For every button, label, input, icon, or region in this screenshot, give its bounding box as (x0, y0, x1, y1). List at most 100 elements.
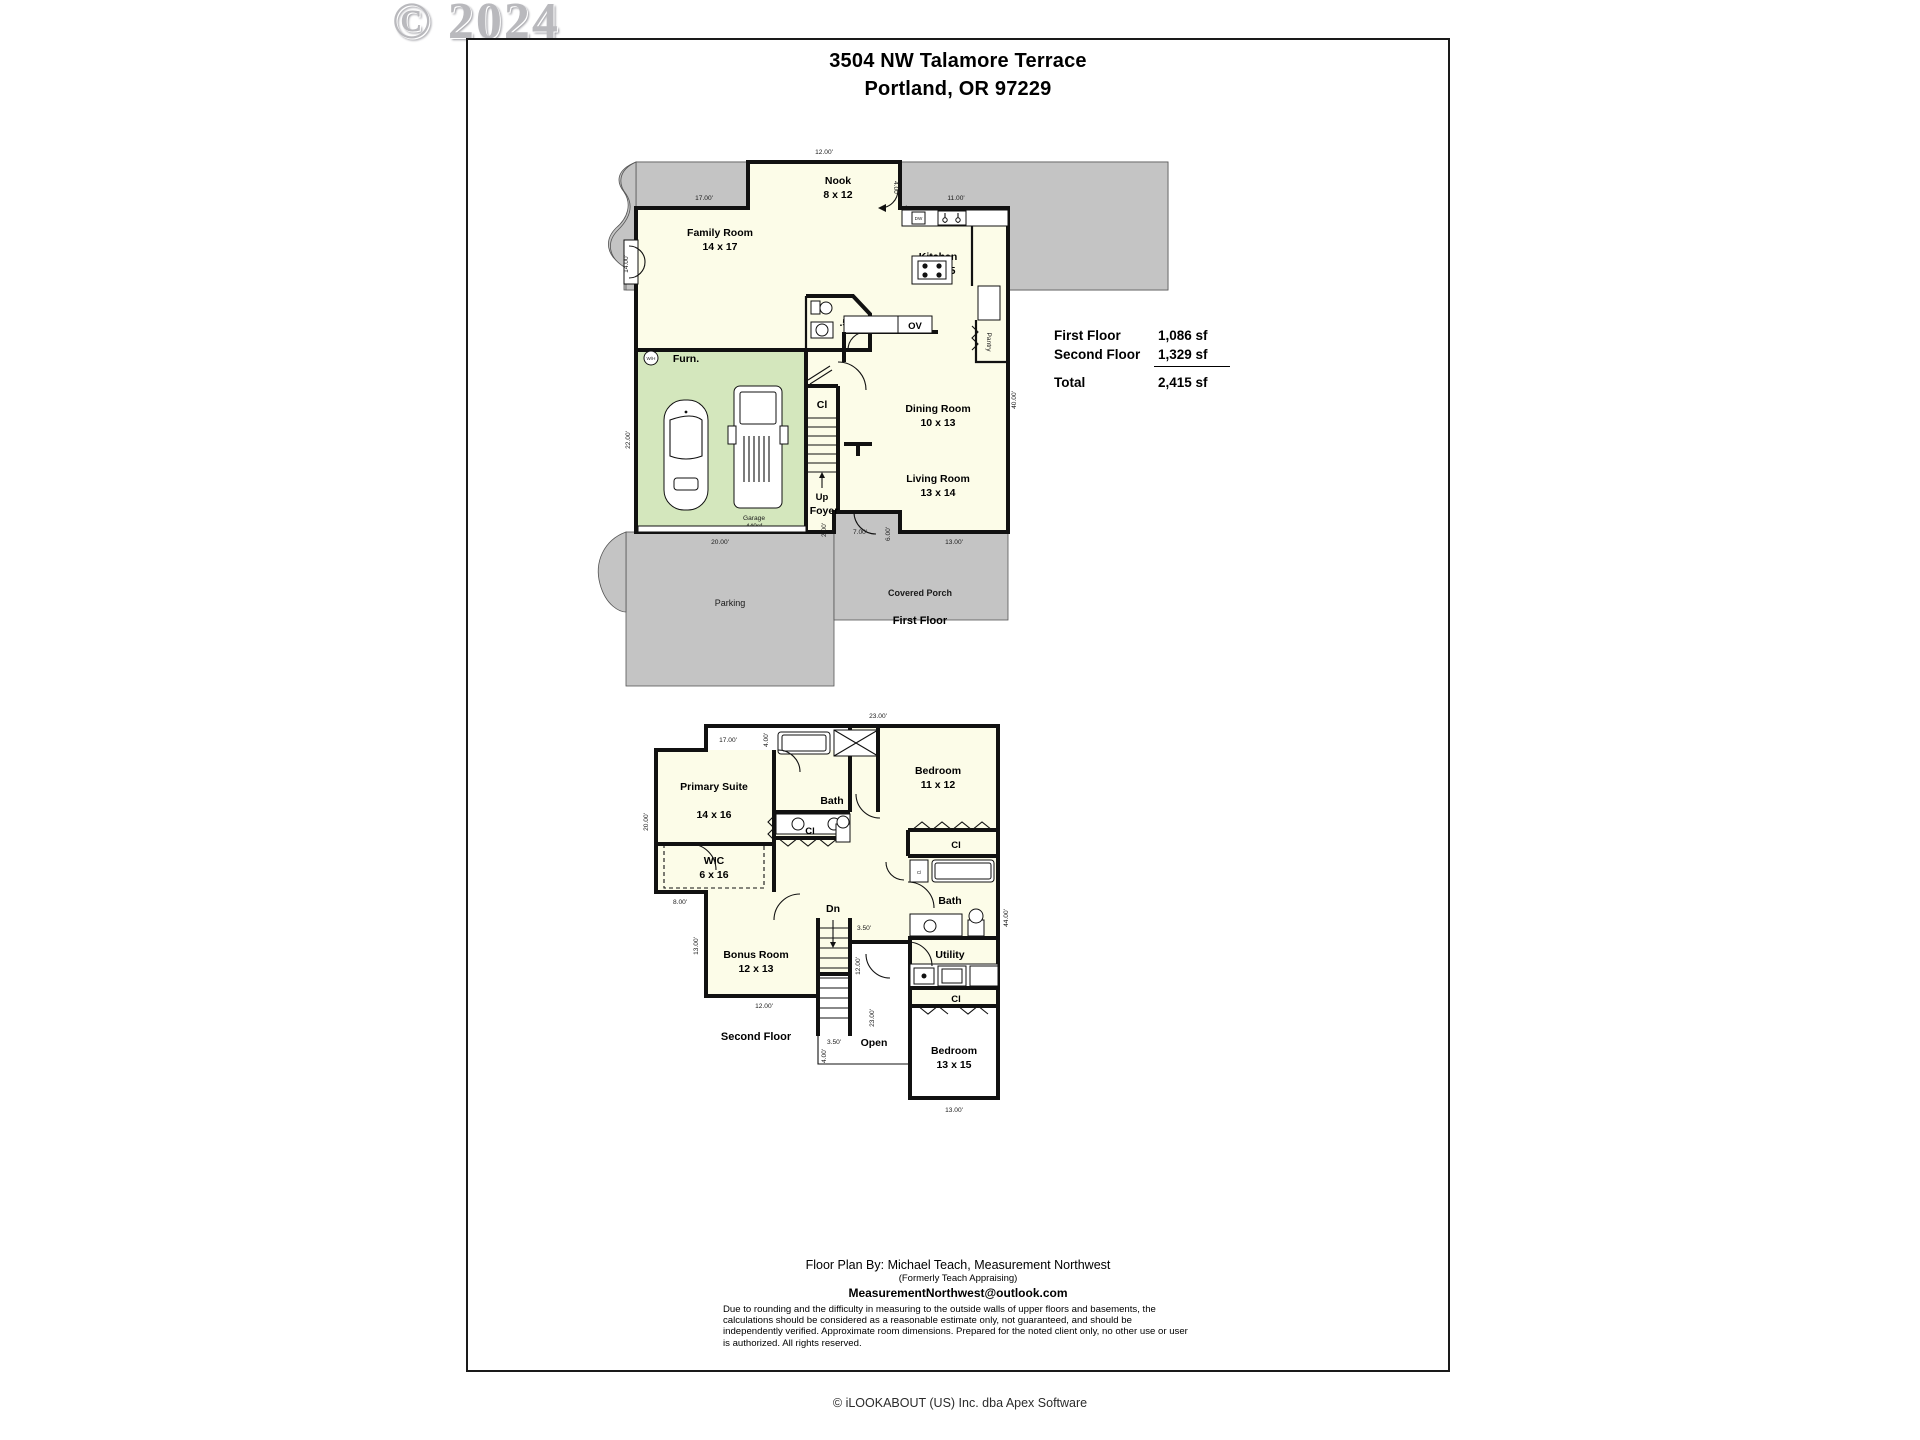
hall-bath-sink (923, 919, 937, 933)
closet-label-bedroom1: Cl (951, 840, 961, 851)
footer-disclaimer: Due to rounding and the difficulty in me… (723, 1304, 1188, 1349)
bath-door-upper (777, 749, 801, 773)
bedroom2-walls (908, 1006, 1000, 1100)
area-value-second-floor: 1,329 sf (1158, 347, 1208, 362)
footer-formerly: (Formerly Teach Appraising) (898, 1273, 1018, 1284)
dim-22-00-first: 22.00' (625, 431, 632, 449)
page-subtitle-city-state-zip: Portland, OR 97229 (864, 78, 1052, 100)
car-icon-right (727, 385, 789, 509)
area-total-rule (1154, 366, 1230, 367)
dn-arrow-head (830, 942, 836, 948)
area-summary-table: First Floor 1,086 sf Second Floor 1,329 … (1054, 328, 1234, 394)
primary-suite-label-1: Primary Suite (680, 781, 748, 793)
floor-plan-sheet: 3504 NW Talamore Terrace Portland, OR 97… (466, 38, 1450, 1372)
area-row-first-floor: First Floor 1,086 sf (1054, 328, 1234, 347)
car-icon-left (663, 399, 709, 511)
closet-label-first: Cl (817, 399, 828, 411)
bath-door-2 (855, 793, 881, 819)
garage-label: Garage (743, 515, 765, 522)
bonus-room-door-arc (773, 893, 801, 921)
dim-20-00-first: 20.00' (711, 539, 729, 546)
family-room-size: 14 x 17 (702, 241, 737, 253)
dim-17-00-first: 17.00' (695, 195, 713, 202)
bay-window-arc (628, 245, 646, 279)
dim-23-00-second: 23.00' (869, 713, 887, 720)
dim-4-00-first: 4.00' (892, 181, 899, 195)
area-label-first-floor: First Floor (1054, 328, 1121, 343)
dining-room-size: 10 x 13 (920, 417, 955, 429)
kitchen-sink (937, 210, 967, 226)
entry-door-arc (853, 511, 877, 535)
dim-14-00-first: 14.00' (623, 255, 630, 273)
area-value-total: 2,415 sf (1158, 375, 1208, 390)
dim-20-00-second: 20.00' (643, 813, 650, 831)
closet-bifold-door (807, 365, 833, 385)
utility-dryer-inner (941, 968, 963, 984)
dim-3-50-upper: 3.50' (857, 925, 871, 932)
second-floor-caption: Second Floor (721, 1031, 792, 1043)
dn-label: Dn (826, 903, 840, 915)
bonus-room-walls (704, 892, 818, 998)
living-room-label: Living Room (906, 473, 970, 485)
half-bath-toilet-bowl (819, 301, 833, 315)
footer-credits: Floor Plan By: Michael Teach, Measuremen… (468, 1258, 1448, 1349)
wic-door-arc (689, 843, 717, 871)
family-room-label: Family Room (687, 227, 753, 239)
area-value-first-floor: 1,086 sf (1158, 328, 1208, 343)
dim-13-00-first: 13.00' (945, 539, 963, 546)
nook-label: Nook (825, 175, 851, 187)
dim-4-00-second: 4.00' (763, 733, 770, 747)
hall-bath-door-arc (907, 881, 935, 909)
closet-bifold-bedroom1 (911, 821, 993, 831)
bonus-room-size: 12 x 13 (738, 963, 773, 975)
up-arrow-head (819, 472, 825, 478)
first-floor-plan: Patio Parking Covered Porch .5 Ba Kitche… (508, 100, 1208, 687)
water-heater-icon (643, 350, 659, 366)
dim-13-00-bedroom2: 13.00' (945, 1107, 963, 1114)
footer-author: Floor Plan By: Michael Teach, Measuremen… (805, 1258, 1111, 1272)
up-label: Up (816, 492, 829, 503)
closet-bifold-bedroom2 (917, 1005, 989, 1015)
upper-bath-label: Bath (820, 795, 843, 807)
page-title-address: 3504 NW Talamore Terrace (829, 50, 1087, 72)
bedroom-1-size: 11 x 12 (921, 779, 956, 791)
area-label-second-floor: Second Floor (1054, 347, 1141, 362)
stair-treads (807, 417, 837, 473)
burner-3 (922, 272, 928, 278)
dim-7-00-first: 7.00' (853, 529, 867, 536)
second-floor-plan: Primary Suite 14 x 16 WIC 6 x 16 Bath Cl… (578, 706, 1178, 1126)
half-bath-walls (806, 294, 872, 352)
wic-outline (663, 844, 765, 889)
furnace-label: Furn. (673, 353, 699, 365)
washer-dial (921, 973, 927, 979)
family-room-bay-window (623, 239, 639, 285)
dim-8-00-second: 8.00' (673, 899, 687, 906)
area-row-total: Total 2,415 sf (1054, 375, 1234, 394)
covered-porch-label: Covered Porch (888, 588, 952, 598)
bedroom-2-label: Bedroom (931, 1045, 977, 1057)
footer-email: MeasurementNorthwest@outlook.com (848, 1286, 1068, 1300)
closet-door-cl (885, 861, 905, 881)
pantry-closet (977, 285, 1001, 321)
kitchen-dishwasher (911, 211, 926, 225)
dim-12-00-stair: 12.00' (855, 957, 862, 975)
dim-44-00-second: 44.00' (1003, 909, 1010, 927)
hall-bathtub-inner (934, 862, 992, 880)
closet-label-bedroom2: Cl (951, 994, 961, 1005)
foyer-label: Foyer (810, 505, 839, 517)
bath-sink-1 (791, 817, 805, 831)
dim-3-50-lower: 3.50' (827, 1039, 841, 1046)
burner-2 (936, 263, 942, 269)
kitchen-cooktop (917, 260, 947, 280)
bonus-room-label: Bonus Room (723, 949, 788, 961)
stair-treads-2 (819, 927, 849, 1019)
dim-6-00-first: 6.00' (885, 527, 892, 541)
closet-label-upper: Cl (805, 826, 815, 837)
area-label-total: Total (1054, 375, 1086, 390)
dim-12-00-first: 12.00' (815, 149, 833, 156)
dining-living-partition (844, 442, 872, 456)
pantry-label: Pantry (985, 332, 992, 352)
dim-17-00-second: 17.00' (719, 737, 737, 744)
open-label: Open (861, 1037, 888, 1049)
living-room-size: 13 x 14 (920, 487, 955, 499)
